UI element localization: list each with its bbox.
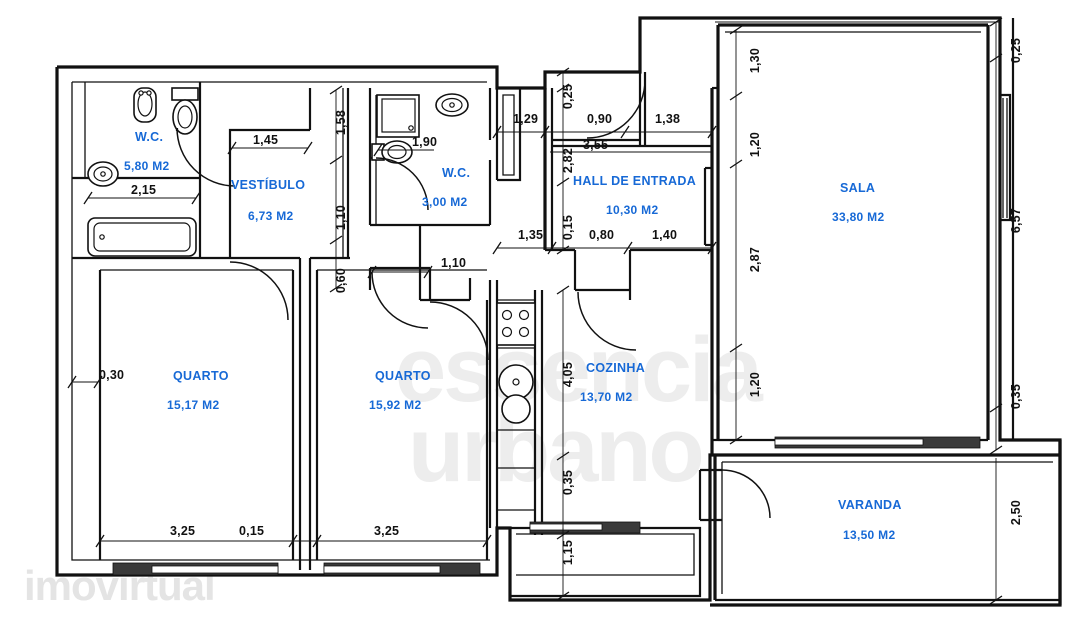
room-area-quarto1: 15,17 M2 [167,398,220,412]
dimension-h-2-15: 2,15 [131,183,157,197]
dimension-v-2-50: 2,50 [1009,500,1023,526]
dimension-h-3-25-a: 3,25 [170,524,196,538]
bathtub-icon [87,217,197,257]
dimension-h-0-15: 0,15 [239,524,265,538]
room-label-cozinha: COZINHA [586,361,646,375]
dimension-h-1-35: 1,35 [518,228,544,242]
dimension-v-0-35-a: 0,35 [561,470,575,496]
bidet-icon [133,87,157,123]
dimension-h-0-30: 0,30 [99,368,125,382]
room-area-vestibulo: 6,73 M2 [248,209,294,223]
room-area-varanda: 13,50 M2 [843,528,896,542]
toilet-icon [171,87,199,135]
dimension-h-1-40: 1,40 [652,228,678,242]
room-area-wc2: 3,00 M2 [422,195,468,209]
room-area-cozinha: 13,70 M2 [580,390,633,404]
room-area-wc1: 5,80 M2 [124,159,170,173]
dimension-v-1-58: 1,58 [334,110,348,136]
dimension-v-1-10: 1,10 [334,205,348,231]
sink-icon [435,93,469,117]
dimension-v-0-35-b: 0,35 [1009,384,1023,410]
dimension-h-3-25-b: 3,25 [374,524,400,538]
room-label-wc2: W.C. [442,166,471,180]
dimension-v-1-20-a: 1,20 [748,132,762,158]
dimension-v-2-87: 2,87 [748,247,762,273]
room-label-hall: HALL DE ENTRADA [573,174,697,188]
dimension-v-1-20-b: 1,20 [748,372,762,398]
dimension-v-0-25: 0,25 [561,84,575,110]
dimension-h-1-29: 1,29 [513,112,539,126]
dimension-v-0-60: 0,60 [334,268,348,294]
room-label-quarto2: QUARTO [375,369,431,383]
room-area-hall: 10,30 M2 [606,203,659,217]
dimension-h-1-90: 1,90 [412,135,438,149]
dimension-h-1-10: 1,10 [441,256,467,270]
stove-icon [496,302,536,346]
kitchen-sink-icon [498,364,534,424]
dimension-h-1-38: 1,38 [655,112,681,126]
dimension-v-1-15: 1,15 [561,540,575,566]
dimension-v-1-30: 1,30 [748,48,762,74]
room-label-wc1: W.C. [135,130,164,144]
room-label-vestibulo: VESTÍBULO [231,178,306,192]
dimension-v-2-82: 2,82 [561,148,575,174]
dimension-h-3-55: 3,55 [583,138,609,152]
room-label-quarto1: QUARTO [173,369,229,383]
room-label-sala: SALA [840,181,876,195]
room-area-quarto2: 15,92 M2 [369,398,422,412]
dimension-v-4-05: 4,05 [561,362,575,388]
dimension-v-0-25-right: 0,25 [1009,38,1023,64]
dimension-v-6-57: 6,57 [1009,208,1023,234]
dimension-v-0-15: 0,15 [561,215,575,241]
room-area-sala: 33,80 M2 [832,210,885,224]
dimension-h-1-45: 1,45 [253,133,279,147]
toilet-icon [371,140,413,164]
dimension-h-0-90: 0,90 [587,112,613,126]
room-label-varanda: VARANDA [838,498,902,512]
sink-icon [87,161,119,187]
dimension-h-0-80: 0,80 [589,228,615,242]
shower-icon [376,94,420,138]
